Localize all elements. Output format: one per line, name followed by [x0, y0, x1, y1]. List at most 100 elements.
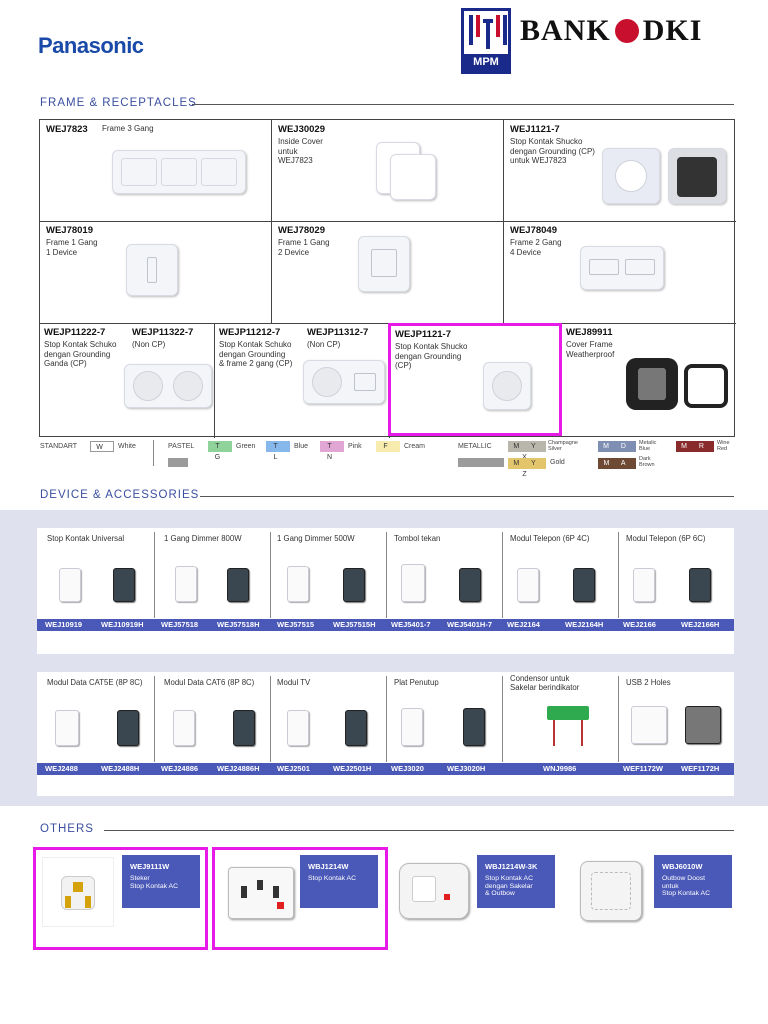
schuko-single-image	[483, 362, 531, 410]
device-code: WEJ57515	[277, 620, 315, 629]
frame-cell: WEJ30029 Inside Cover untuk WEJ7823	[272, 120, 504, 222]
data-module-white-image	[55, 710, 79, 746]
schuko-dark-image	[668, 148, 726, 204]
device-title: Plat Penutup	[394, 678, 439, 687]
swatch-pink: T N	[320, 441, 344, 461]
others-desc: Outbow Doost untuk Stop Kontak AC	[662, 875, 710, 897]
dimmer-dark-image	[227, 568, 249, 602]
receptacle-cell: WEJ89911 Cover Frame Weatherproof	[562, 324, 736, 438]
swatch-wine: M R E	[676, 441, 714, 461]
inside-cover-image	[390, 154, 436, 200]
section-title-device: DEVICE & ACCESSORIES	[40, 489, 200, 501]
outbow-box-image	[580, 861, 642, 921]
product-code: WEJ30029	[278, 124, 326, 135]
bank-text: BANK	[520, 14, 611, 47]
device-title: Modul Data CAT6 (8P 8C)	[164, 678, 255, 687]
device-panel-row2: Modul Data CAT5E (8P 8C) Modul Data CAT6…	[37, 672, 734, 796]
product-code: WEJ78029	[278, 225, 326, 236]
product-desc: Frame 1 Gang 1 Device	[46, 238, 98, 257]
weatherproof-frame-image	[684, 364, 728, 408]
product-code: WEJ7823	[46, 124, 88, 135]
device-code: WEJ24886H	[217, 764, 260, 773]
data-module-dark-image	[117, 710, 139, 746]
frame-cell: WEJ78029 Frame 1 Gang 2 Device	[272, 222, 504, 324]
others-item: WEJ9111W Steker Stop Kontak AC	[38, 855, 200, 927]
others-info-box: WBJ1214W Stop Kontak AC	[300, 855, 378, 908]
device-code: WEF1172W	[623, 764, 664, 773]
others-item: WBJ1214W-3K Stop Kontak AC dengan Sakela…	[393, 855, 555, 927]
swatch-label: Metalic Blue	[639, 440, 657, 452]
dki-text: DKI	[642, 14, 703, 47]
universal-socket-dark-image	[113, 568, 135, 602]
device-title: 1 Gang Dimmer 800W	[164, 534, 242, 543]
mpm-label: MPM	[464, 54, 508, 71]
device-title: Stop Kontak Universal	[47, 534, 125, 543]
schuko-double-image	[124, 364, 212, 408]
receptacle-cell: WEJP11222-7 WEJP11322-7 Stop Kontak Schu…	[40, 324, 215, 438]
telephone-module-dark-image	[573, 568, 595, 602]
device-code: WEJ5401H-7	[447, 620, 493, 629]
frame-1gang-image	[126, 244, 178, 296]
device-code: WEJ57515H	[333, 620, 376, 629]
condenser-lead	[581, 720, 583, 746]
mpm-logo: MPM	[461, 8, 511, 74]
plug-image	[42, 857, 114, 927]
swatch-label: Gold	[550, 459, 565, 466]
schuko-white-image	[602, 148, 660, 204]
product-code: WEJ78049	[510, 225, 558, 236]
others-desc: Stop Kontak AC	[308, 875, 356, 882]
device-title: Modul Telepon (6P 6C)	[626, 534, 706, 543]
device-code: WEJ2164	[507, 620, 540, 629]
receptacle-cell-highlighted: WEJP1121-7 Stop Kontak Shucko dengan Gro…	[388, 323, 562, 436]
device-title: 1 Gang Dimmer 500W	[277, 534, 355, 543]
universal-socket-white-image	[59, 568, 81, 602]
swatch-label: Pink	[348, 443, 362, 450]
schuko-frame-2gang-image	[303, 360, 385, 404]
device-code: WEJ2166	[623, 620, 656, 629]
highlight-frame	[33, 847, 208, 950]
highlight-frame	[212, 847, 388, 950]
swatch-label: White	[118, 443, 136, 450]
section-divider	[104, 830, 734, 831]
condenser-image	[547, 706, 589, 720]
product-desc: Stop Kontak Schuko dengan Grounding Gand…	[44, 340, 117, 368]
product-desc: Inside Cover untuk WEJ7823	[278, 137, 323, 165]
product-desc: Stop Kontak Schuko dengan Grounding & fr…	[219, 340, 293, 368]
blank-plate-white-image	[401, 708, 423, 746]
swatch-cream: F	[376, 441, 400, 452]
tv-module-white-image	[287, 710, 309, 746]
telephone-module-white-image	[633, 568, 655, 602]
swatch-label: Cream	[404, 443, 426, 450]
product-code-alt: WEJP11312-7	[307, 327, 369, 338]
ac-socket-switch-image	[399, 863, 469, 919]
device-code: WNJ9986	[543, 764, 577, 773]
frame-2gang-image	[580, 246, 664, 290]
legend-standart: STANDART	[40, 443, 78, 450]
frame-3gang-image	[112, 150, 246, 194]
mpm-bars-icon	[469, 15, 507, 49]
device-code: WEJ2501	[277, 764, 310, 773]
swatch-metblue: M D Z	[598, 441, 636, 461]
weatherproof-cover-image	[626, 358, 678, 410]
others-desc: Stop Kontak AC dengan Sakelar & Outbow	[485, 875, 533, 897]
product-desc: Cover Frame Weatherproof	[566, 340, 615, 359]
tv-module-dark-image	[345, 710, 367, 746]
frame-cell: WEJ78049 Frame 2 Gang 4 Device	[504, 222, 736, 324]
product-code: WEJP11222-7	[44, 327, 106, 338]
push-button-dark-image	[459, 568, 481, 602]
swatch-label: Dark Brown	[639, 456, 655, 468]
swatch-blue: T L	[266, 441, 290, 461]
push-button-white-image	[401, 564, 425, 602]
device-code: WEJ2488	[45, 764, 78, 773]
section-divider	[192, 104, 734, 105]
others-info-box: WBJ6010W Outbow Doost untuk Stop Kontak …	[654, 855, 732, 908]
device-code: WEJ2164H	[565, 620, 604, 629]
legend-pastel: PASTEL	[168, 443, 195, 450]
device-title: Modul Telepon (6P 4C)	[510, 534, 590, 543]
device-code: WEJ10919H	[101, 620, 144, 629]
data-module-white-image	[173, 710, 195, 746]
product-code: WEJP1121-7	[395, 329, 451, 340]
dimmer-white-image	[175, 566, 197, 602]
device-code-strip: WEJ10919 WEJ10919H WEJ57518 WEJ57518H WE…	[37, 619, 734, 631]
others-desc: Steker Stop Kontak AC	[130, 875, 178, 890]
